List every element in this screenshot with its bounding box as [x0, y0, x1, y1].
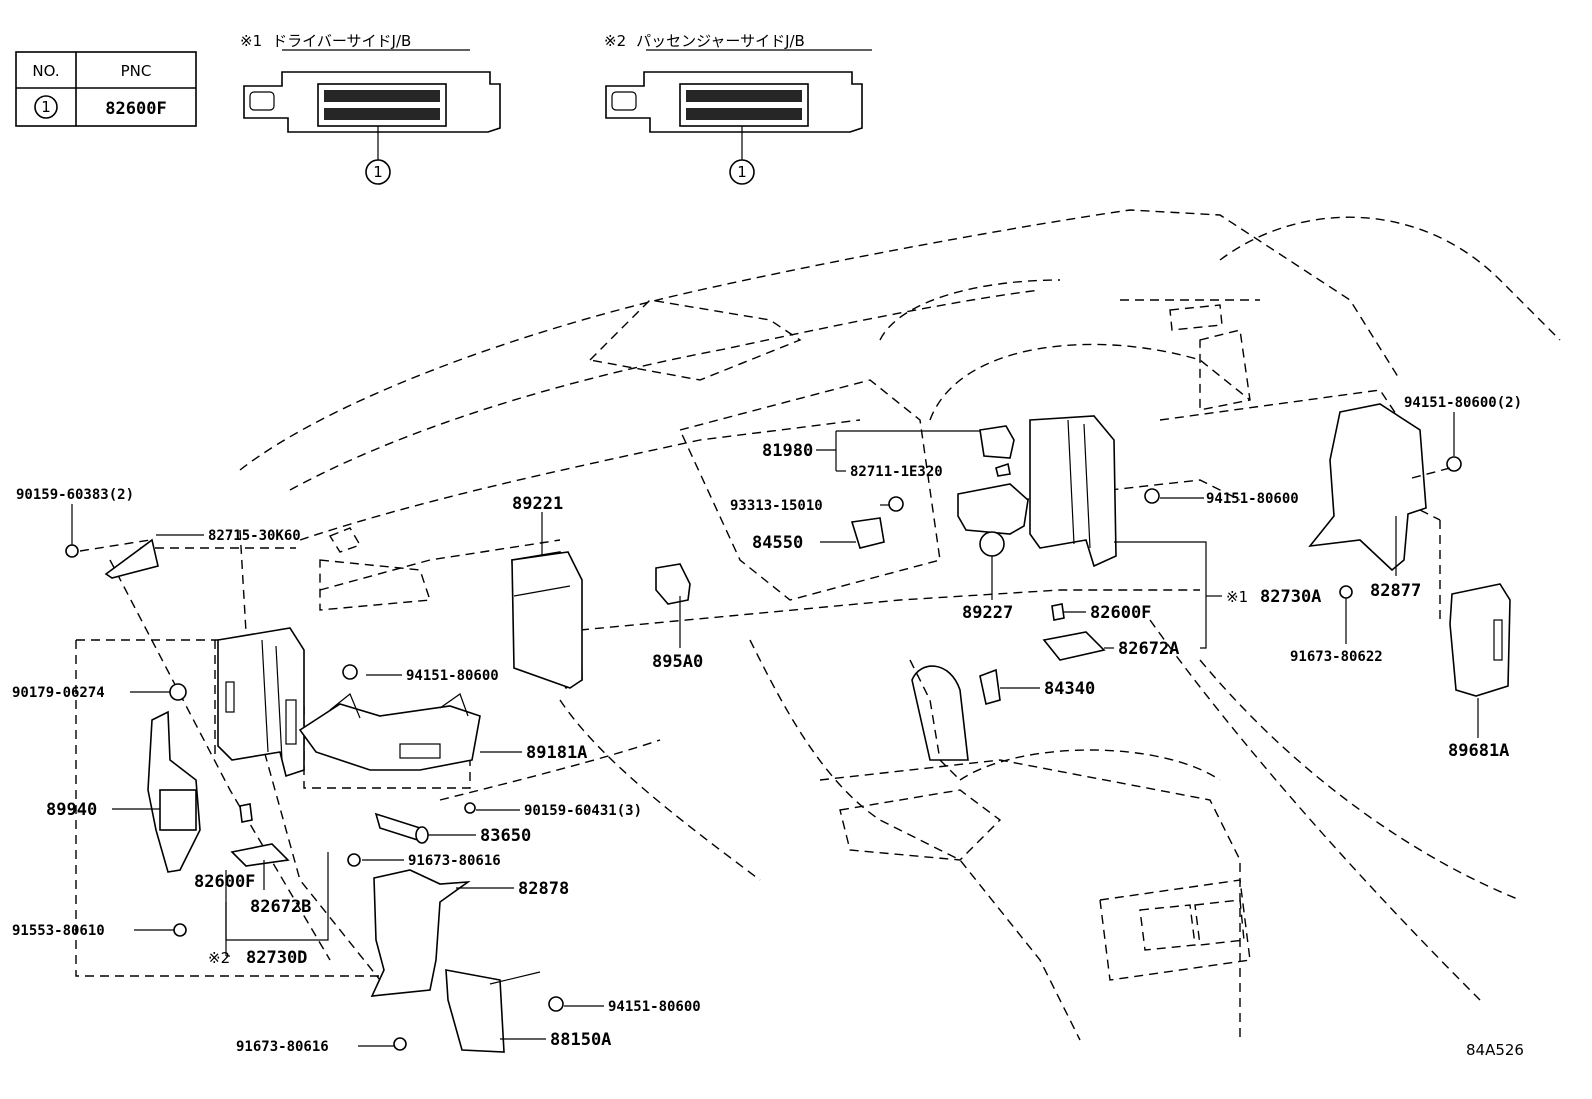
label-895A0: 895A0 — [652, 652, 703, 672]
cover-82672A — [1042, 631, 1106, 661]
ecu-89221 — [511, 551, 583, 690]
part-84550 — [850, 517, 885, 549]
nut-90179-06274 — [169, 683, 187, 701]
sensor-89940 — [147, 710, 201, 873]
table-header-no: NO. — [32, 62, 59, 80]
table-header-pnc: PNC — [121, 62, 152, 80]
bracket-82878 — [370, 869, 471, 997]
label-82600F-right: 82600F — [1090, 603, 1151, 623]
pnc-table: NO. PNC 1 82600F — [15, 51, 197, 127]
label-88150A: 88150A — [550, 1030, 611, 1050]
left-junction-box-82730D — [217, 627, 305, 778]
label-82715-30K60: 82715-30K60 — [208, 528, 301, 544]
bolt-91673-low — [393, 1037, 407, 1051]
passenger-jb-terminals — [686, 90, 802, 120]
bolt-90159-60383 — [65, 544, 79, 558]
bolt-91673-80622 — [1339, 585, 1353, 599]
switch-84340 — [979, 668, 1001, 706]
leader-lines — [71, 412, 1479, 1047]
diagram-reference-code: 84A526 — [1466, 1041, 1524, 1059]
ecu-89681A — [1449, 583, 1511, 697]
bolt-91553-80610 — [173, 923, 187, 937]
bracket-89181A — [298, 693, 481, 771]
label-90159-60431: 90159-60431(3) — [524, 803, 642, 819]
label-82672B: 82672B — [250, 897, 311, 917]
label-89940: 89940 — [46, 800, 97, 820]
table-row-pnc: 82600F — [105, 99, 166, 119]
label-91673-80616-mid: 91673-80616 — [408, 853, 501, 869]
label-83650: 83650 — [480, 826, 531, 846]
cover-82672B — [230, 843, 290, 867]
label-82672A: 82672A — [1118, 639, 1179, 659]
bolt-90159-60431 — [464, 802, 476, 814]
label-94151-80600-low: 94151-80600 — [608, 999, 701, 1015]
label-89181A: 89181A — [526, 743, 587, 763]
label-94151-80600-right: 94151-80600 — [1206, 491, 1299, 507]
table-row-no: 1 — [41, 98, 51, 116]
label-90159-60383: 90159-60383(2) — [16, 487, 134, 503]
label-82730A: 82730A — [1260, 587, 1321, 607]
label-91673-80622: 91673-80622 — [1290, 649, 1383, 665]
label-82730D: 82730D — [246, 948, 307, 968]
relay-895A0 — [655, 563, 691, 605]
label-94151-80600-mid: 94151-80600 — [406, 668, 499, 684]
label-82711-1E320: 82711-1E320 — [850, 464, 943, 480]
bolt-93313 — [888, 496, 904, 512]
driver-jb-terminals — [324, 90, 440, 120]
right-junction-box-82730A — [1029, 415, 1117, 568]
label-84340: 84340 — [1044, 679, 1095, 699]
left-assembly-boundary — [75, 547, 471, 977]
label-89681A: 89681A — [1448, 741, 1509, 761]
label-84550: 84550 — [752, 533, 803, 553]
label-82877: 82877 — [1370, 581, 1421, 601]
ecu-88150A — [445, 969, 541, 1053]
fuse-82600F-right — [1051, 603, 1065, 621]
driver-jb-callout: 1 — [373, 163, 383, 181]
label-81980: 81980 — [762, 441, 813, 461]
bolt-91673-mid — [347, 853, 361, 867]
nut-94151-right — [1144, 456, 1462, 504]
table-row-callout-circle — [34, 95, 58, 119]
label-82878: 82878 — [518, 879, 569, 899]
bracket-82877 — [1308, 403, 1427, 572]
label-82730A-mark: ※1 — [1226, 588, 1248, 606]
label-82730D-mark: ※2 — [208, 949, 230, 967]
ecu-89227 — [957, 483, 1029, 557]
label-89227: 89227 — [962, 603, 1013, 623]
nut-94151-low — [548, 996, 564, 1012]
label-91553-80610: 91553-80610 — [12, 923, 105, 939]
fuse-82600F-left — [239, 803, 253, 823]
driver-jb-callout-circle — [365, 159, 391, 185]
label-82600F-left: 82600F — [194, 872, 255, 892]
bracket-82715 — [104, 538, 159, 579]
passenger-jb-callout-circle — [729, 159, 755, 185]
label-94151-80600-2: 94151-80600(2) — [1404, 395, 1522, 411]
switch-81980 — [979, 425, 1015, 459]
nut-94151-mid — [342, 664, 358, 680]
passenger-jb-callout: 1 — [737, 163, 747, 181]
dashboard-outline — [214, 209, 1561, 1041]
clip-82711 — [995, 462, 1011, 477]
label-91673-80616-low: 91673-80616 — [236, 1039, 329, 1055]
label-90179-06274: 90179-06274 — [12, 685, 105, 701]
part-83650 — [374, 812, 429, 844]
label-89221: 89221 — [512, 494, 563, 514]
shift-lever — [911, 665, 969, 761]
label-93313-15010: 93313-15010 — [730, 498, 823, 514]
part-labels: 90159-60383(2) 82715-30K60 90179-06274 8… — [12, 395, 1524, 1059]
